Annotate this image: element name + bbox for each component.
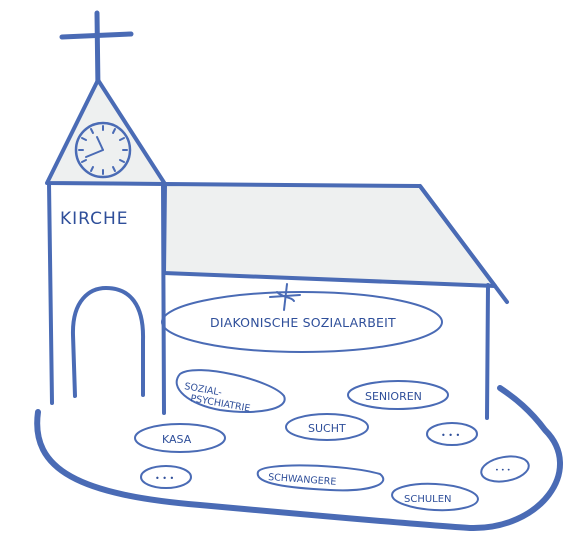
church-door xyxy=(70,286,146,398)
tower-roof xyxy=(45,78,167,186)
cross-icon xyxy=(59,10,134,93)
main-roof xyxy=(162,182,497,288)
tower-body xyxy=(47,181,167,415)
more-2-label: • • • xyxy=(155,474,174,483)
service-more-1: • • • xyxy=(426,422,478,446)
schwangere-label: SCHWANGERE xyxy=(268,472,337,488)
nave-right-wall xyxy=(485,283,490,420)
more-3-label: • • • xyxy=(495,466,511,474)
schulen-label: SCHULEN xyxy=(404,494,452,505)
service-more-2: • • • xyxy=(140,465,192,489)
senioren-label: SENIOREN xyxy=(365,390,422,403)
service-kasa: KASA xyxy=(134,423,226,453)
diakonische-sozialarbeit-bubble xyxy=(161,291,443,353)
kirche-label: KIRCHE xyxy=(60,209,129,229)
diakonie-cross-icon xyxy=(269,283,301,311)
roof-ridge-end xyxy=(418,184,509,304)
sucht-label: SUCHT xyxy=(308,422,346,435)
more-1-label: • • • xyxy=(441,431,460,440)
service-senioren: SENIOREN xyxy=(347,380,449,410)
service-more-3: • • • xyxy=(480,455,530,483)
clock-icon xyxy=(74,121,132,179)
service-sozialpsychiatrie: SOZIAL- PSYCHIATRIE xyxy=(175,369,286,414)
kasa-label: KASA xyxy=(162,433,192,446)
ground-base xyxy=(34,385,563,532)
diakonische-sozialarbeit-label: DIAKONISCHE SOZIALARBEIT xyxy=(210,315,396,330)
service-schulen: SCHULEN xyxy=(391,482,479,512)
service-sucht: SUCHT xyxy=(285,413,369,441)
service-schwangere: SCHWANGERE xyxy=(256,464,385,492)
